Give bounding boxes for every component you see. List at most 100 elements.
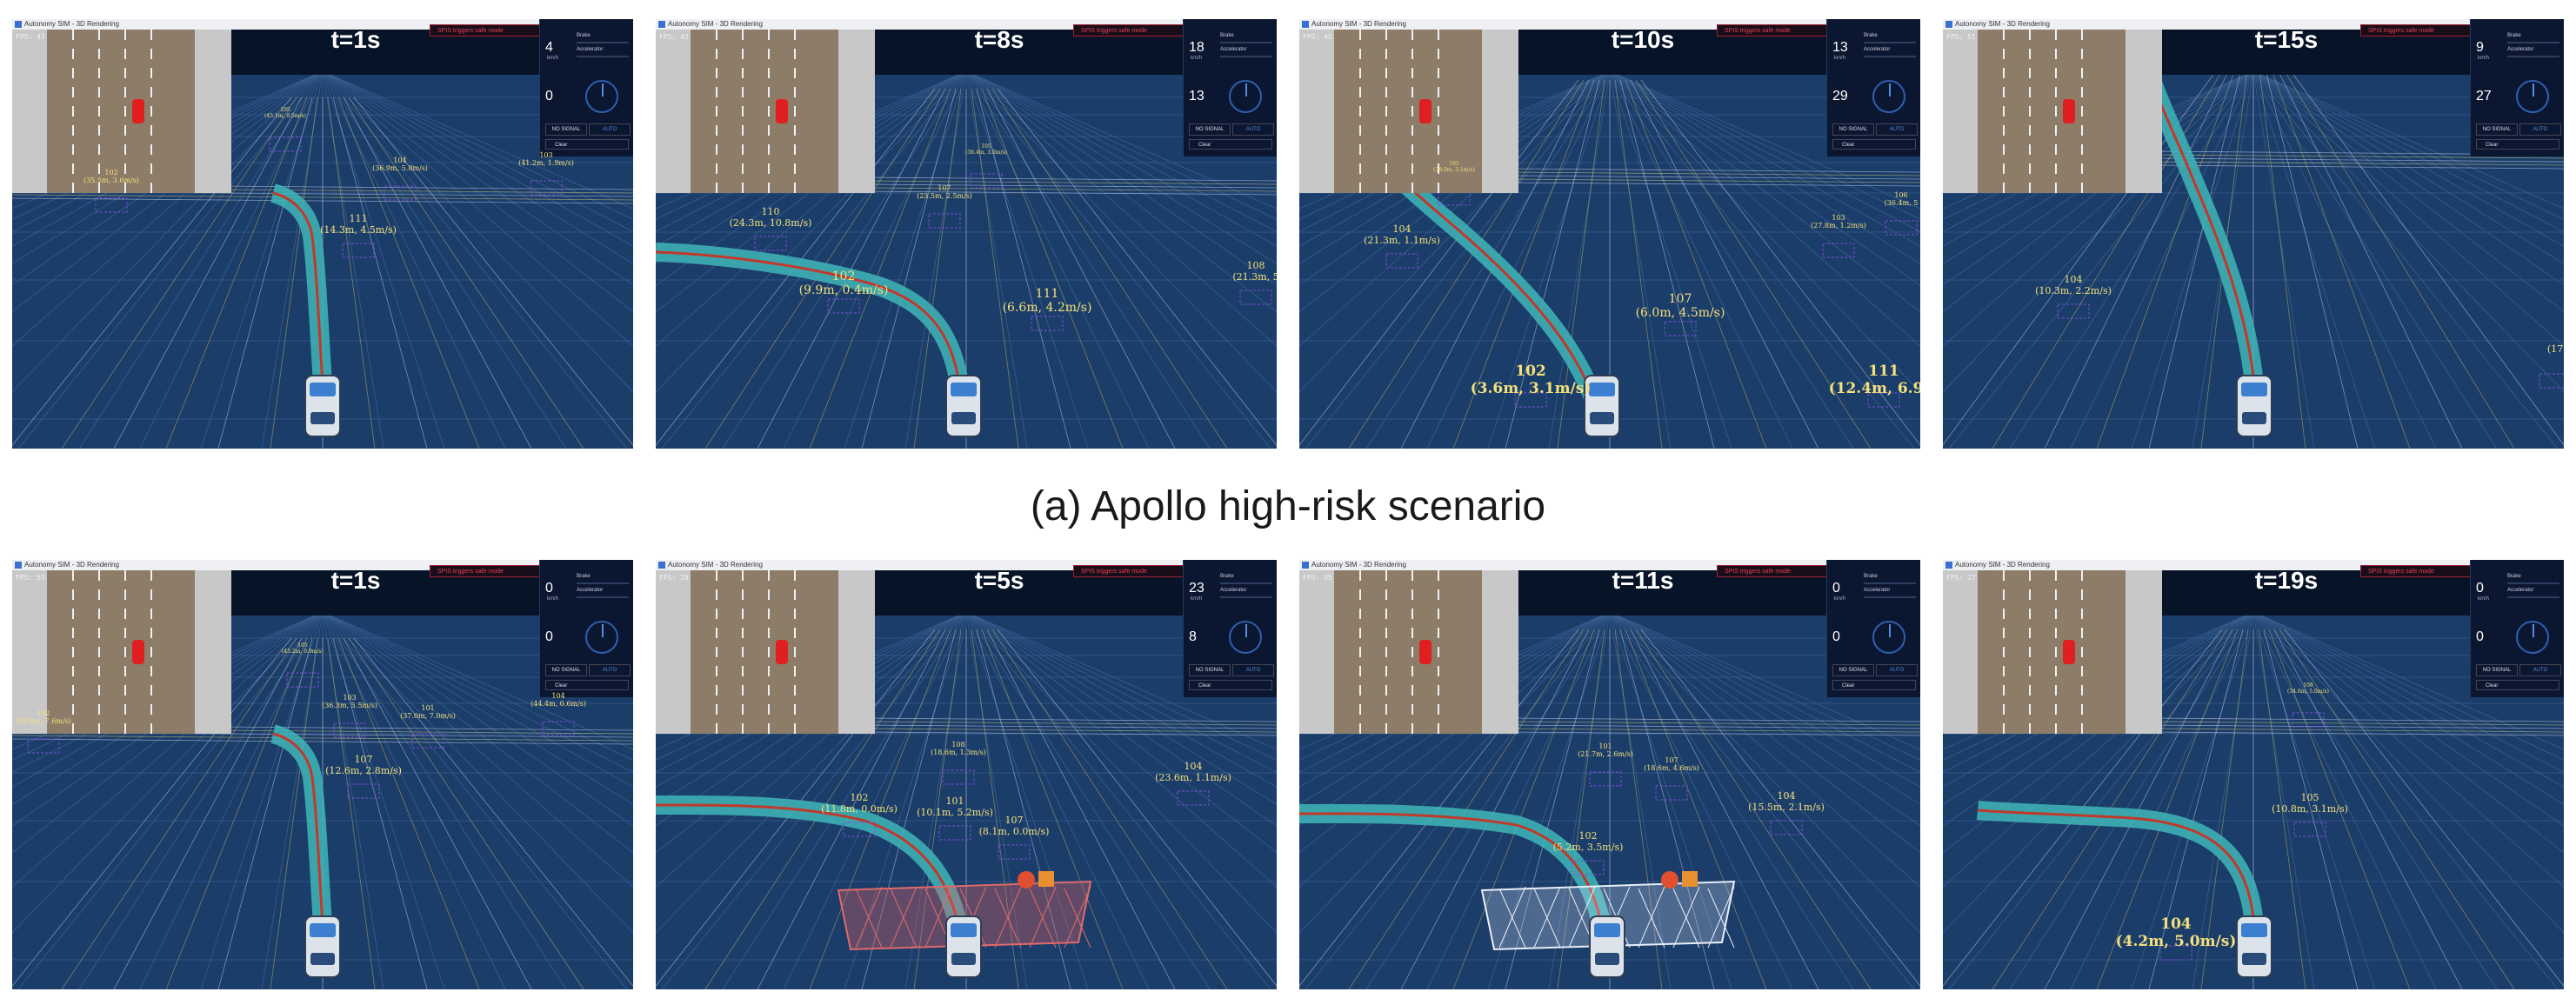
clear-button[interactable]: Clear: [2476, 139, 2559, 150]
obstacle-box: [269, 136, 302, 152]
steering-angle-value: 29: [1832, 89, 1848, 103]
auto-button[interactable]: AUTO: [2519, 664, 2561, 676]
auto-button[interactable]: AUTO: [1876, 664, 1918, 676]
obstacle-box: [542, 721, 575, 736]
lane-line: [1348, 79, 1585, 449]
clear-button[interactable]: Clear: [545, 680, 629, 690]
signal-button[interactable]: NO SIGNAL: [1832, 123, 1874, 136]
panel-b-2: Autonomy SIM - 3D Rendering_ □ ×FPS: 29t…: [656, 560, 1277, 989]
grid-line: [1609, 70, 1920, 347]
lane-line: [327, 97, 376, 449]
lane-line: [2258, 629, 2306, 989]
grid-line: [1943, 70, 2254, 286]
grid-line: [2009, 70, 2254, 449]
obstacle-box: [2539, 373, 2564, 389]
brake-label: Brake: [577, 33, 591, 38]
grid-line: [965, 70, 1277, 247]
signal-button[interactable]: NO SIGNAL: [545, 664, 587, 676]
lane-line: [332, 97, 428, 449]
accelerator-label: Accelerator: [577, 47, 604, 52]
obstacle-box: [95, 197, 128, 213]
obstacle-distance-speed: (35.5m, 3.6m/s): [83, 176, 139, 185]
auto-button[interactable]: AUTO: [1232, 123, 1274, 136]
auto-button[interactable]: AUTO: [589, 664, 631, 676]
grid-line: [2252, 70, 2564, 393]
lane-line: [327, 637, 376, 989]
grid-line: [722, 611, 967, 989]
obstacle-distance-speed: (37.0m, 7.0m/s): [400, 712, 456, 721]
lane-line: [1299, 79, 1579, 446]
steering-angle-value: 0: [1832, 629, 1840, 644]
grid-line: [12, 611, 324, 854]
clear-button[interactable]: Clear: [1189, 139, 1272, 150]
obstacle-distance-speed: (45.1m, 0.5m/s): [264, 112, 306, 119]
lane-line: [809, 88, 951, 449]
obstacle-id: 103: [539, 151, 553, 159]
minimap-ego-car: [1419, 99, 1431, 123]
clear-button[interactable]: Clear: [1832, 680, 1916, 690]
grid-line: [2252, 70, 2564, 233]
obstacle-id: 104: [1777, 790, 1796, 802]
grid-line: [965, 70, 1277, 210]
lane-line: [2148, 62, 2244, 449]
clear-button[interactable]: Clear: [545, 139, 629, 150]
grid-line: [12, 611, 324, 888]
obstacle-label: 107(6.0m, 4.5m/s): [1636, 292, 1725, 320]
lane-line: [2096, 62, 2239, 449]
lane-line: [1614, 79, 1663, 449]
obstacle-distance-speed: (23.5m, 2.5m/s): [917, 192, 972, 201]
grid-line: [1948, 70, 2254, 449]
obstacle-id: 105: [1449, 161, 1459, 167]
warning-icon: [1682, 871, 1698, 887]
auto-button[interactable]: AUTO: [1232, 664, 1274, 676]
accelerator-bar: [2507, 56, 2559, 57]
auto-button[interactable]: AUTO: [1876, 123, 1918, 136]
signal-button[interactable]: NO SIGNAL: [1832, 664, 1874, 676]
lane-line: [2268, 629, 2411, 989]
brake-bar: [1220, 582, 1272, 584]
grid-line: [322, 611, 633, 805]
obstacle-label: 102(48.6m, 7.6m/s): [16, 709, 71, 725]
lane-line: [2200, 629, 2249, 989]
safe-mode-alert: SPIS triggers safe mode: [2360, 24, 2473, 37]
signal-button[interactable]: NO SIGNAL: [1189, 664, 1231, 676]
signal-button[interactable]: NO SIGNAL: [545, 123, 587, 136]
grid-line: [322, 611, 633, 888]
obstacle-box: [1385, 253, 1418, 269]
auto-button[interactable]: AUTO: [2519, 123, 2561, 136]
obstacle-box: [1239, 290, 1272, 305]
brake-label: Brake: [1864, 574, 1878, 579]
obstacle-distance-speed: (27.8m, 1.2m/s): [1811, 222, 1866, 230]
obstacle-label: 103(36.3m, 5.5m/s): [322, 694, 377, 709]
obstacle-distance-speed: (4.2m, 5.0m/s): [2115, 932, 2237, 950]
clear-button[interactable]: Clear: [1189, 680, 1272, 690]
grid-line: [904, 611, 967, 989]
obstacle-label: 111(6.6m, 4.2m/s): [1003, 287, 1092, 315]
auto-button[interactable]: AUTO: [589, 123, 631, 136]
lane-line: [861, 88, 957, 449]
signal-button[interactable]: NO SIGNAL: [1189, 123, 1231, 136]
obstacle-id: 101: [1598, 742, 1612, 750]
ego-vehicle: [1584, 375, 1620, 437]
fps-counter: FPS: 53: [16, 574, 45, 582]
obstacle-id: 111: [349, 213, 368, 224]
grid-line: [2252, 611, 2564, 854]
steering-dial-icon: [1229, 621, 1262, 654]
obstacle-box: [843, 822, 876, 837]
signal-button[interactable]: NO SIGNAL: [2476, 123, 2518, 136]
lane-line: [1625, 629, 1767, 989]
clear-button[interactable]: Clear: [2476, 680, 2559, 690]
clear-button[interactable]: Clear: [1832, 139, 1916, 150]
grid-line: [12, 70, 324, 347]
panel-a-4: Autonomy SIM - 3D Rendering_ □ ×FPS: 51t…: [1943, 19, 2564, 449]
obstacle-label: 104(23.6m, 1.1m/s): [1155, 761, 1231, 783]
speed-value: 0: [545, 581, 553, 596]
obstacle-label: 106(36.4m, 5: [1885, 191, 1919, 207]
grid-line: [1943, 611, 2254, 888]
signal-button[interactable]: NO SIGNAL: [2476, 664, 2518, 676]
grid-line: [1609, 70, 1915, 449]
grid-line: [965, 70, 1277, 264]
grid-line: [2252, 611, 2559, 989]
speed-unit: km/h: [1191, 596, 1203, 602]
